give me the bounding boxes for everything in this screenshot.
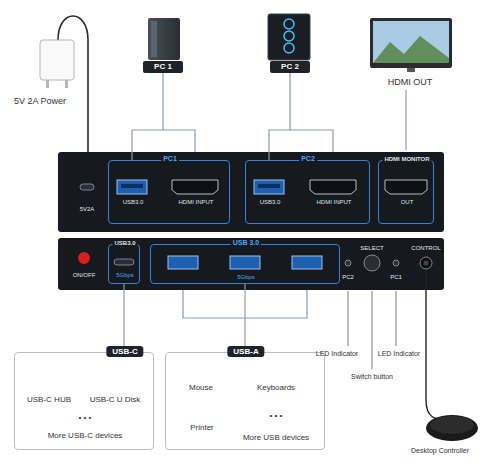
heading: HDMI MONITOR [382, 156, 431, 163]
node-text: USB3.0 [260, 199, 281, 206]
gaming-tower [268, 14, 310, 60]
label: PC1 [390, 274, 402, 281]
pc-badge: PC 1 [143, 61, 183, 73]
node-text: HDMI INPUT [317, 199, 352, 206]
node-text: USB3.0 [123, 199, 144, 206]
label: SELECT [360, 245, 383, 252]
node-text: 5Gbps [237, 274, 255, 281]
hdmi-cable [405, 90, 406, 150]
node-text: USB-C HUB [27, 395, 71, 404]
heading: USB 3.0 [231, 239, 261, 247]
label: LED Indicator [378, 350, 420, 358]
heading: USB-A [227, 346, 264, 357]
node-text: Printer [190, 423, 214, 432]
pc-tower [148, 18, 180, 60]
cable-connector [132, 73, 163, 160]
rear-panel [58, 152, 444, 232]
node-text: USB-C U Disk [90, 395, 141, 404]
node-text: • • • [270, 411, 283, 420]
port-group: PC1USB3.0HDMI INPUT [108, 160, 230, 224]
label: 5V2A [80, 206, 95, 213]
front-controls [78, 252, 432, 271]
label: Desktop Controller [411, 447, 469, 455]
leader-lines [348, 291, 396, 369]
front-panel [58, 238, 444, 290]
label: 5V 2A Power [14, 96, 66, 106]
cable-connector [244, 284, 245, 352]
node-text: Mouse [189, 383, 213, 392]
node-text: PC 1 [154, 62, 172, 71]
pc-badge: PC 2 [270, 61, 310, 73]
desktop-controller [426, 270, 478, 441]
node-text: More USB-C devices [48, 431, 123, 440]
heading: USB-C [106, 346, 143, 357]
heading: USB3.0 [112, 240, 137, 247]
heading: PC1 [161, 155, 179, 163]
node-text: Keyboards [257, 383, 295, 392]
heading: PC2 [299, 155, 317, 163]
node-text: • • • [79, 413, 92, 422]
cable-connector [269, 73, 290, 160]
port-group: HDMI MONITOROUT [378, 160, 434, 224]
cable-connector [123, 284, 124, 352]
node-text: HDMI INPUT [179, 199, 214, 206]
label: PC2 [342, 274, 354, 281]
node-text: More USB devices [243, 433, 309, 442]
port-group: USB 3.05Gbps [150, 244, 340, 284]
port-group: USB3.05Gbps [108, 244, 140, 284]
device-box: USB-CUSB-C HUBUSB-C U Disk• • •More USB-… [14, 352, 154, 450]
label: LED Indicator [316, 350, 358, 358]
port-group: PC2USB3.0HDMI INPUT [245, 160, 370, 224]
node-text: 5Gbps [116, 272, 134, 279]
ports [80, 180, 427, 194]
label: Switch button [351, 373, 393, 381]
label: CONTROL [411, 245, 440, 252]
label: HDMI OUT [388, 77, 433, 87]
device-box: USB-AMouseKeyboardsPrinter• • •More USB … [165, 352, 325, 450]
label: ON/OFF [73, 272, 96, 279]
monitor [370, 18, 452, 72]
node-text: OUT [401, 199, 414, 206]
node-text: PC 2 [281, 62, 299, 71]
